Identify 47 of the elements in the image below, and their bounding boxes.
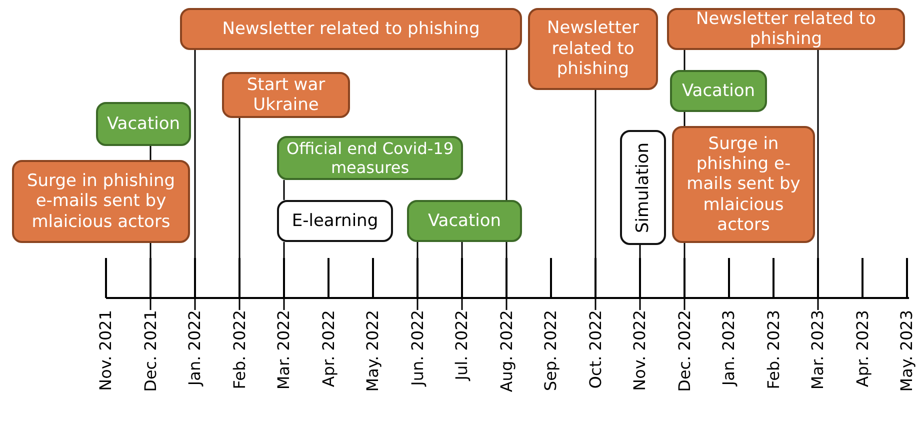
- connector-line: [684, 243, 686, 310]
- month-label: Jul. 2022: [454, 310, 470, 380]
- connector-line: [506, 50, 508, 200]
- connector-line: [150, 243, 152, 310]
- month-label: Mar. 2022: [276, 310, 292, 390]
- month-label: Aug. 2022: [498, 310, 514, 392]
- month-label: Mar. 2023: [810, 310, 826, 390]
- connector-line: [594, 90, 596, 310]
- connector-line: [639, 245, 641, 310]
- month-label: Feb. 2022: [232, 310, 248, 390]
- event-box: Start war Ukraine: [222, 72, 350, 118]
- month-label: Dec. 2021: [142, 310, 158, 392]
- connector-line: [150, 146, 152, 160]
- connector-line: [194, 50, 196, 310]
- month-label: Feb. 2023: [766, 310, 782, 390]
- month-label: Oct. 2022: [588, 310, 604, 389]
- event-box: Simulation: [620, 130, 666, 245]
- month-label: May. 2022: [365, 310, 381, 392]
- connector-line: [684, 112, 686, 126]
- event-box: Official end Covid-19 measures: [277, 136, 463, 180]
- event-box: Surge in phishing e-mails sent by mlaicious actors: [672, 126, 815, 243]
- connector-line: [283, 180, 285, 200]
- month-label: Jan. 2022: [187, 310, 203, 386]
- connector-line: [238, 118, 240, 310]
- event-box: Vacation: [670, 70, 767, 112]
- month-label: Apr. 2022: [320, 310, 336, 388]
- month-label: Jan. 2023: [721, 310, 737, 386]
- month-label: Sep. 2022: [543, 310, 559, 392]
- month-label: Nov. 2022: [632, 310, 648, 391]
- event-box: Vacation: [96, 102, 191, 146]
- month-label: May. 2023: [899, 310, 915, 392]
- month-label: Nov. 2021: [98, 310, 114, 391]
- month-label: Jun. 2022: [410, 310, 426, 386]
- month-label: Apr. 2023: [854, 310, 870, 388]
- event-box: E-learning: [277, 200, 393, 242]
- event-box: Newsletter related to phishing: [528, 8, 658, 90]
- connector-line: [684, 50, 686, 70]
- connector-line: [817, 50, 819, 310]
- event-box: Vacation: [407, 200, 522, 242]
- event-box: Newsletter related to phishing: [180, 8, 522, 50]
- connector-line: [506, 242, 508, 310]
- connector-line: [461, 242, 463, 310]
- connector-line: [416, 242, 418, 310]
- month-label: Dec. 2022: [676, 310, 692, 392]
- event-box: Surge in phishing e-mails sent by mlaicious actors: [12, 160, 190, 243]
- event-box: Newsletter related to phishing: [667, 8, 905, 50]
- connector-line: [283, 242, 285, 310]
